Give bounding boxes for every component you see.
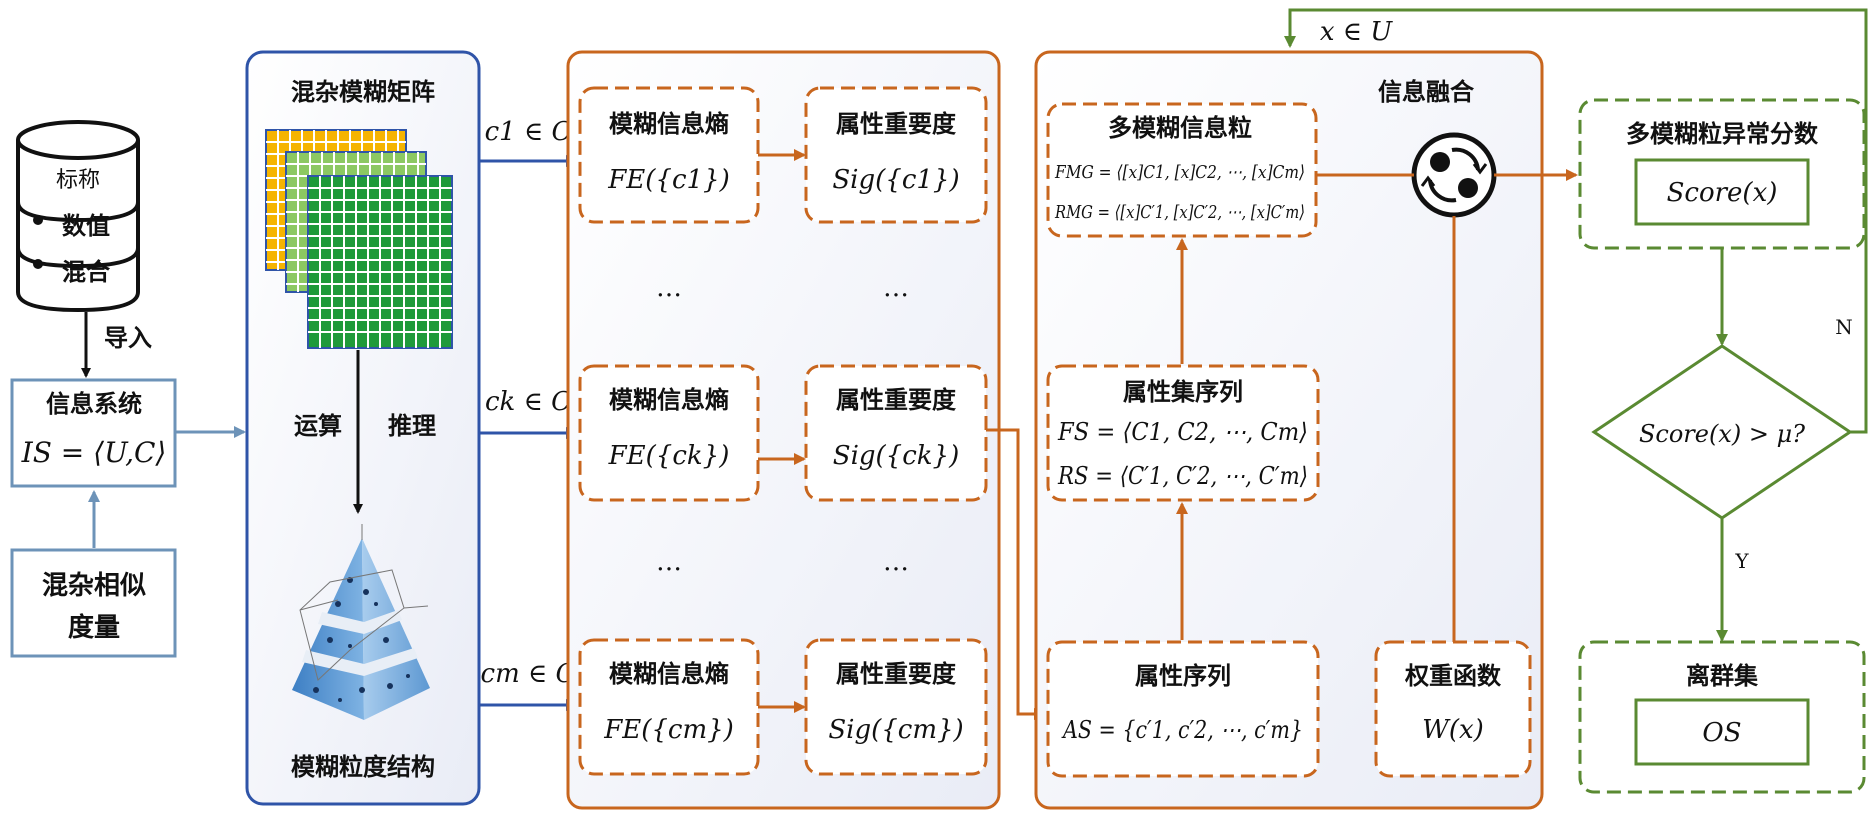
entropy-title-ck: 模糊信息熵: [609, 386, 729, 414]
matrix-panel-footer: 模糊粒度结构: [291, 753, 435, 781]
entropy-formula-c1: FE({c1}): [607, 165, 730, 195]
rmg-formula: RMG = ⟨[x]C′1, [x]C′2, ⋯, [x]C′m⟩: [1054, 202, 1305, 223]
no-label: N: [1835, 315, 1853, 339]
decision-formula: Score(x) > μ?: [1639, 420, 1805, 448]
score-value-box: [1634, 158, 1810, 226]
sig-formula-cm: Sig({cm}): [828, 715, 963, 745]
entropy-formula-cm: FE({cm}): [603, 715, 734, 745]
database-item-numeric: 数值: [62, 212, 110, 240]
database-item-hybrid: 混合: [62, 258, 111, 286]
seq-title: 属性集序列: [1123, 378, 1243, 406]
entropy-title-cm: 模糊信息熵: [609, 660, 729, 688]
as-box: [1046, 640, 1320, 778]
ellipsis-2b: …: [883, 547, 909, 577]
score-title: 多模糊粒异常分数: [1626, 120, 1819, 148]
operation-label: 运算: [294, 412, 342, 440]
ellipsis-1b: …: [883, 273, 909, 303]
seq-box: [1046, 364, 1320, 502]
database-item-nominal: 标称: [56, 168, 100, 193]
pyramid-icon: [292, 524, 430, 720]
fs-formula: FS = ⟨C1, C2, ⋯, Cm⟩: [1057, 418, 1308, 446]
database-icon: [16, 120, 140, 313]
rs-formula: RS = ⟨C′1, C′2, ⋯, C′m⟩: [1057, 462, 1308, 490]
entropy-box-ck: [578, 364, 760, 502]
sig-title-ck: 属性重要度: [836, 386, 957, 414]
sig-title-cm: 属性重要度: [836, 660, 957, 688]
cond-label-ck: ck ∈ C: [485, 387, 571, 417]
yes-label: Y: [1734, 549, 1749, 573]
sig-box-cm: [804, 638, 988, 776]
ellipsis-1a: …: [656, 273, 682, 303]
entropy-formula-ck: FE({ck}): [608, 441, 730, 471]
outlier-value-box: [1634, 698, 1810, 766]
sig-formula-ck: Sig({ck}): [833, 441, 959, 471]
granule-box: [1046, 102, 1318, 238]
granule-title: 多模糊信息粒: [1108, 114, 1252, 142]
matrix-panel-title: 混杂模糊矩阵: [291, 78, 435, 106]
weight-title: 权重函数: [1404, 662, 1502, 690]
loop-label: x ∈ U: [1320, 17, 1393, 47]
score-formula: Score(x): [1667, 178, 1778, 208]
entropy-title-c1: 模糊信息熵: [609, 110, 729, 138]
similarity-label-line2: 度量: [68, 612, 120, 643]
sig-box-ck: [804, 364, 988, 502]
info-system-title: 信息系统: [46, 390, 142, 418]
ellipsis-2a: …: [656, 547, 682, 577]
outlier-title: 离群集: [1686, 662, 1759, 690]
weight-formula: W(x): [1422, 715, 1484, 745]
inference-label: 推理: [388, 412, 436, 440]
similarity-box: [10, 548, 177, 658]
info-system-formula: IS = ⟨U,C⟩: [21, 436, 167, 469]
sig-box-c1: [804, 86, 988, 224]
sig-formula-c1: Sig({c1}): [832, 165, 959, 195]
entropy-box-cm: [578, 638, 760, 776]
fusion-icon: [1411, 132, 1497, 218]
entropy-box-c1: [578, 86, 760, 224]
cond-label-cm: cm ∈ C: [481, 659, 576, 689]
cond-label-c1: c1 ∈ C: [485, 117, 572, 147]
as-title: 属性序列: [1135, 662, 1231, 690]
sig-to-as-arrow: [986, 428, 1046, 720]
import-label: 导入: [104, 324, 152, 352]
fusion-panel-title: 信息融合: [1378, 78, 1475, 106]
similarity-label-line1: 混杂相似: [42, 571, 146, 601]
matrix-stack-icon: [265, 129, 453, 349]
info-system-box: [10, 378, 177, 488]
fmg-formula: FMG = ⟨[x]C1, [x]C2, ⋯, [x]Cm⟩: [1054, 162, 1305, 183]
sig-title-c1: 属性重要度: [836, 110, 957, 138]
as-formula: AS = {c′1, c′2, ⋯, c′m}: [1061, 716, 1303, 744]
outlier-formula: OS: [1702, 718, 1741, 748]
